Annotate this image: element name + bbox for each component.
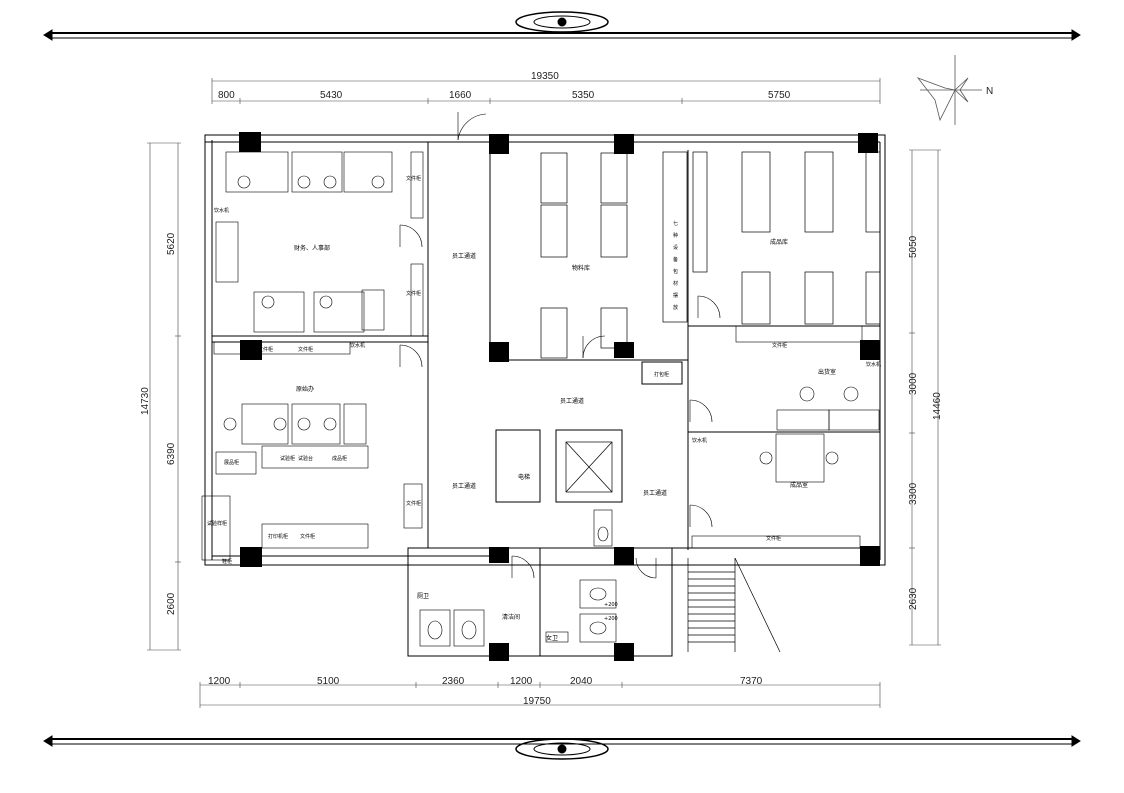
- storage-racks: [540, 151, 881, 359]
- dim-top-3: 1660: [449, 90, 472, 101]
- packing-char-4: 备: [673, 256, 678, 263]
- room-finished-goods-room: 成品室: [790, 481, 808, 489]
- columns: [239, 132, 880, 661]
- room-corridor-1: 员工通道: [452, 252, 476, 260]
- dim-top-2: 5430: [320, 90, 343, 101]
- compass-label: N: [986, 86, 993, 97]
- dim-right-4: 2630: [908, 587, 919, 610]
- dim-bottom-5: 2040: [570, 676, 593, 687]
- dim-top-5: 5750: [768, 90, 791, 101]
- room-cleaning: 清洁间: [502, 613, 520, 621]
- label-sample-cabinet-2: 试验台: [298, 455, 313, 462]
- packing-area-label: 七 种 设 备 包 材 摆 放: [673, 220, 678, 311]
- label-file-cabinet-8: 文件柜: [300, 533, 315, 540]
- frame-ornament-top: [43, 11, 1081, 41]
- stairs: [687, 557, 781, 653]
- label-sample-cabinet-1: 展品柜: [224, 459, 239, 466]
- label-sample-cabinet-3: 试验样柜: [207, 520, 227, 527]
- dim-left-total: 14730: [140, 387, 151, 415]
- room-corridor-2: 员工通道: [560, 397, 584, 405]
- dim-bottom-4: 1200: [510, 676, 533, 687]
- packing-char-8: 放: [673, 304, 678, 311]
- dim-top-1: 800: [218, 90, 235, 101]
- office-chairs: [223, 175, 859, 465]
- office-desks: [201, 151, 880, 561]
- packing-char-6: 材: [673, 280, 678, 287]
- room-finance-hr: 财务、人事部: [294, 244, 330, 252]
- label-file-cabinet-4: 文件柜: [766, 535, 781, 542]
- dimension-left: [147, 142, 181, 651]
- doors: [399, 112, 721, 579]
- packing-char-5: 包: [673, 268, 678, 275]
- label-sample-cabinet-7: 成品柜: [332, 455, 347, 462]
- dim-top-total: 19350: [531, 71, 559, 82]
- dim-right-total: 14460: [932, 392, 943, 420]
- label-file-cabinet-6: 文件柜: [406, 290, 421, 297]
- room-original-office: 原始办: [296, 385, 314, 393]
- dim-bottom-3: 2360: [442, 676, 465, 687]
- label-sample-cabinet-5: 打印机柜: [268, 533, 288, 540]
- packing-char-7: 摆: [673, 292, 678, 299]
- label-file-cabinet-5: 文件柜: [406, 175, 421, 182]
- label-water-dispenser-1: 饮水机: [214, 207, 229, 214]
- room-restroom-2: 女卫: [546, 634, 558, 642]
- dim-left-3: 2600: [166, 592, 177, 615]
- room-corridor-3: 员工通道: [452, 482, 476, 490]
- dimension-right: [909, 149, 941, 646]
- elevator-icon: [565, 441, 613, 493]
- room-shipping-office: 出货室: [818, 368, 836, 376]
- dim-right-1: 5050: [908, 235, 919, 258]
- room-corridor-4: 员工通道: [643, 489, 667, 497]
- room-elevator: 电梯: [518, 473, 530, 481]
- dim-top-4: 5350: [572, 90, 595, 101]
- dim-bottom-1: 1200: [208, 676, 231, 687]
- label-sample-cabinet-6: 试验柜: [280, 455, 295, 462]
- label-water-dispenser-3: 饮水机: [692, 437, 707, 444]
- frame-ornament-bottom: [43, 735, 1081, 760]
- dim-bottom-total: 19750: [523, 696, 551, 707]
- dim-right-3: 3300: [908, 482, 919, 505]
- label-file-cabinet-7: 文件柜: [406, 500, 421, 507]
- label-shoe-cabinet: 鞋柜: [222, 558, 232, 565]
- label-sample-cabinet-4: 打包柜: [654, 371, 669, 378]
- offset-a: +200: [604, 602, 618, 608]
- packing-char-2: 种: [673, 232, 678, 239]
- dim-right-2: 3000: [908, 372, 919, 395]
- dimension-bottom: [199, 682, 881, 708]
- packing-char-3: 设: [673, 244, 678, 251]
- label-file-cabinet-1: 文件柜: [258, 346, 273, 353]
- room-restroom: 厕卫: [417, 593, 429, 600]
- label-water-dispenser-2: 饮水机: [350, 342, 365, 349]
- label-file-cabinet-2: 文件柜: [298, 346, 313, 353]
- room-finished-goods-store: 成品库: [770, 238, 788, 246]
- dim-left-1: 5620: [166, 232, 177, 255]
- dim-left-2: 6390: [166, 442, 177, 465]
- compass-icon: [916, 55, 982, 125]
- dim-bottom-2: 5100: [317, 676, 340, 687]
- offset-b: +200: [604, 616, 618, 622]
- walls: [204, 134, 886, 657]
- room-material-warehouse: 物料库: [572, 264, 590, 272]
- packing-char-1: 七: [673, 220, 678, 227]
- label-file-cabinet-3: 文件柜: [772, 342, 787, 349]
- dimension-top: [211, 78, 881, 104]
- toilet-fixtures: [419, 509, 617, 647]
- label-water-dispenser-4: 饮水机: [866, 361, 881, 368]
- dim-bottom-6: 7370: [740, 676, 763, 687]
